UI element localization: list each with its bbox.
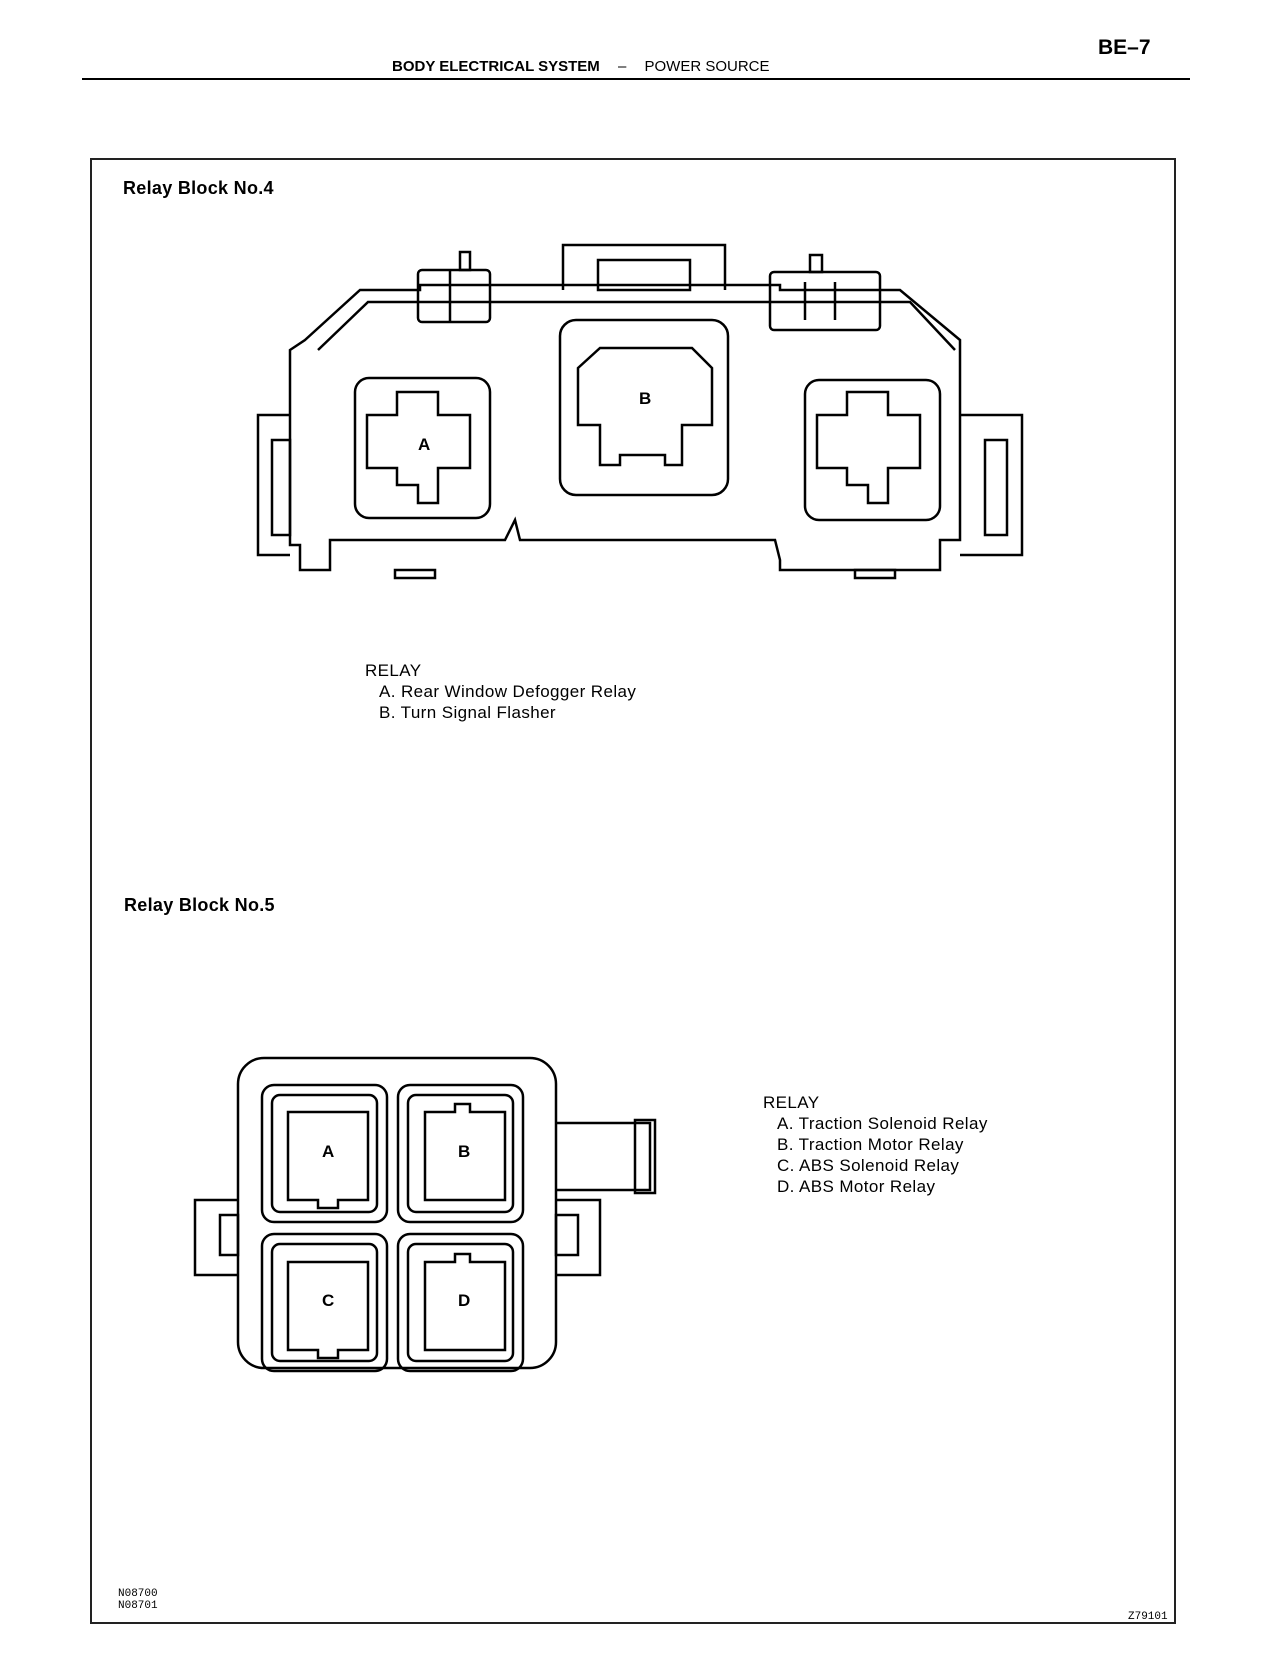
block4-slot-a [353, 376, 492, 520]
legend-heading: RELAY [365, 661, 422, 680]
block4-top-tab [561, 243, 727, 290]
block5-slot-b-label: B [458, 1142, 470, 1161]
block5-slot-b [396, 1083, 525, 1224]
header-rule [82, 78, 1190, 80]
legend-item: D. ABS Motor Relay [777, 1177, 936, 1196]
reference-code: N08701 [118, 1600, 158, 1612]
legend-heading: RELAY [763, 1093, 820, 1112]
subsection-title: POWER SOURCE [644, 58, 770, 75]
legend-item: A. Traction Solenoid Relay [777, 1114, 988, 1133]
legend-item: A. Rear Window Defogger Relay [379, 682, 637, 701]
block4-slot-a-label: A [418, 435, 430, 454]
block4-side-tab-left [256, 413, 290, 557]
block5-slot-c-label: C [322, 1291, 334, 1310]
page-number: BE–7 [1098, 36, 1151, 59]
block4-legend: RELAY A. Rear Window Defogger Relay B. T… [365, 660, 636, 723]
figure-code: Z79101 [1128, 1611, 1168, 1623]
block5-legend: RELAY A. Traction Solenoid Relay B. Trac… [763, 1092, 988, 1197]
block5-slot-c [260, 1232, 389, 1373]
block5-housing [236, 1056, 558, 1370]
block5-slot-d [396, 1232, 525, 1373]
block5-slot-a-label: A [322, 1142, 334, 1161]
block4-slot-b [558, 318, 730, 497]
block5-slots [260, 1083, 525, 1373]
block4-side-tab-right [960, 413, 1024, 557]
block4-housing [288, 283, 962, 572]
header-separator: – [617, 58, 627, 75]
reference-code: N08700 [118, 1588, 158, 1600]
legend-item: C. ABS Solenoid Relay [777, 1156, 960, 1175]
block4-title: Relay Block No.4 [123, 178, 274, 198]
block5-title: Relay Block No.5 [124, 895, 275, 915]
block5-slot-a [260, 1083, 389, 1224]
running-header: BODY ELECTRICAL SYSTEM – POWER SOURCE [392, 58, 770, 75]
block4-slot-b-label: B [639, 389, 651, 408]
block4-connector-left [416, 268, 492, 324]
figure-frame [90, 158, 1176, 1624]
block5-slot-d-label: D [458, 1291, 470, 1310]
legend-item: B. Turn Signal Flasher [379, 703, 556, 722]
block4-slot-right [803, 378, 942, 522]
legend-item: B. Traction Motor Relay [777, 1135, 964, 1154]
block4-connector-right [768, 270, 882, 332]
section-title: BODY ELECTRICAL SYSTEM [392, 58, 600, 75]
reference-codes: N08700 N08701 [118, 1588, 158, 1612]
